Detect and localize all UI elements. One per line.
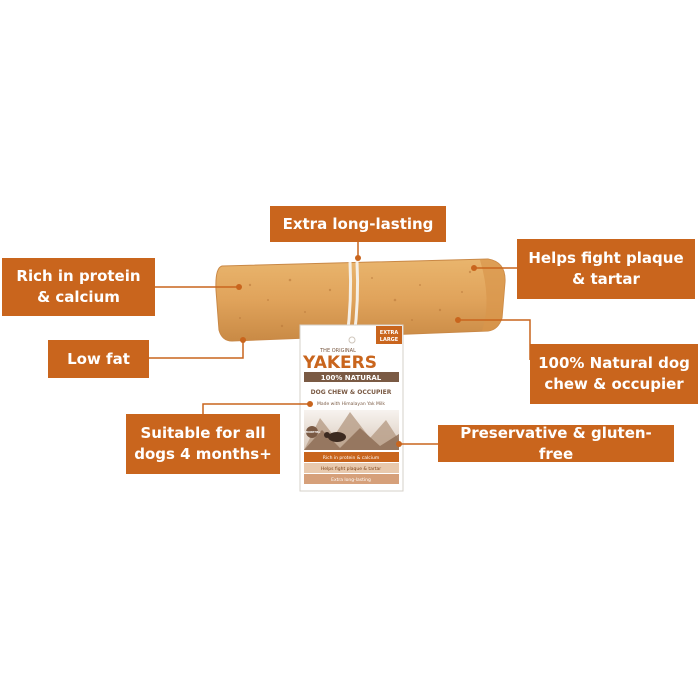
tag-size-large: LARGE bbox=[380, 337, 399, 343]
tag-strip-plaque: Helps fight plaque & tartar bbox=[321, 466, 381, 472]
tag-the-original: THE ORIGINAL bbox=[319, 348, 356, 354]
callout-natural-chew: 100% Natural dog chew & occupier bbox=[530, 344, 698, 404]
callout-rich-in-protein: Rich in protein & calcium bbox=[2, 258, 155, 316]
tag-made-with: Made with Himalayan Yak Milk bbox=[317, 401, 385, 407]
product-tag-text: THE ORIGINAL YAKERS EXTRA LARGE 100% NAT… bbox=[302, 330, 399, 483]
yak-chew-stick bbox=[215, 258, 506, 343]
callout-helps-fight-plaque: Helps fight plaque & tartar bbox=[517, 239, 695, 299]
tag-strip-long-lasting: Extra long-lasting bbox=[331, 477, 371, 483]
product-tag-card bbox=[299, 324, 404, 492]
tag-size-extra: EXTRA bbox=[380, 330, 399, 336]
callout-preservative-free: Preservative & gluten-free bbox=[438, 424, 674, 463]
callout-extra-long-lasting: Extra long-lasting bbox=[270, 206, 446, 242]
tag-natural-line: 100% NATURAL bbox=[321, 374, 382, 382]
callout-suitable-for-all: Suitable for all dogs 4 months+ bbox=[126, 414, 280, 474]
tag-brand-logo: YAKERS bbox=[302, 353, 377, 373]
leader-dots bbox=[236, 255, 477, 447]
tag-age-badge: 4 MONTHS+ bbox=[303, 430, 321, 434]
tag-chew-line: DOG CHEW & OCCUPIER bbox=[311, 389, 392, 396]
tag-strip-protein: Rich in protein & calcium bbox=[323, 455, 379, 461]
callout-low-fat: Low fat bbox=[48, 340, 149, 378]
